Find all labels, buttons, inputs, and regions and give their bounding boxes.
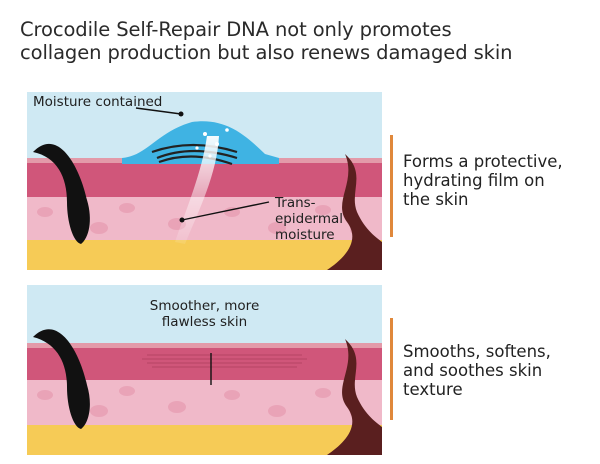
benefit-top-line-3: the skin <box>403 190 469 209</box>
pointer-dot-transepidermal <box>179 217 185 223</box>
pointer-line-transepidermal <box>181 201 270 221</box>
benefit-smooth-skin: Smooths, softens, and soothes skin textu… <box>403 342 598 399</box>
transepidermal-moisture-beam <box>175 136 219 244</box>
benefit-top-line-1: Forms a protective, <box>403 152 563 171</box>
pointer-dot-moisture <box>178 111 184 117</box>
fat-layer <box>27 240 382 270</box>
skin-cross-section-top <box>27 92 382 270</box>
panel-protective-film: Moisture contained Trans- epidermal mois… <box>27 92 382 270</box>
pointer-line-moisture <box>135 107 182 115</box>
label-smoother-skin: Smoother, more flawless skin <box>27 298 382 330</box>
benefit-top-line-2: hydrating film on <box>403 171 545 190</box>
label-smoother-line-1: Smoother, more <box>149 298 260 314</box>
benefit-bottom-line-1: Smooths, softens, <box>403 342 551 361</box>
label-moisture-contained: Moisture contained <box>33 94 163 110</box>
divider-top <box>390 135 393 237</box>
label-transepidermal-moisture: Trans- epidermal moisture <box>275 195 343 243</box>
hair-follicle <box>33 143 90 244</box>
benefit-bottom-line-2: and soothes skin <box>403 361 543 380</box>
skin-surface <box>27 343 382 349</box>
label-trans-line-2: epidermal <box>275 211 343 227</box>
label-trans-line-3: moisture <box>275 227 335 243</box>
headline-line-1: Crocodile Self-Repair DNA not only promo… <box>20 18 452 41</box>
protective-film-dome <box>122 121 279 164</box>
label-smoother-line-2: flawless skin <box>161 314 248 330</box>
panel-smooth-skin: Smoother, more flawless skin <box>27 285 382 455</box>
headline-line-2: collagen production but also renews dama… <box>20 41 513 64</box>
sweat-gland <box>327 339 382 455</box>
sweat-gland <box>327 154 382 270</box>
divider-bottom <box>390 318 393 420</box>
skin-wrinkles <box>151 143 238 166</box>
epidermis-layer <box>27 348 382 382</box>
smoothed-lines <box>142 354 307 368</box>
headline: Crocodile Self-Repair DNA not only promo… <box>20 18 590 64</box>
label-trans-line-1: Trans- <box>275 195 316 211</box>
benefit-protective-film: Forms a protective, hydrating film on th… <box>403 152 598 209</box>
benefit-bottom-line-3: texture <box>403 380 463 399</box>
skin-cross-section-bottom <box>27 285 382 455</box>
fat-layer <box>27 425 382 455</box>
hair-follicle <box>33 329 90 429</box>
